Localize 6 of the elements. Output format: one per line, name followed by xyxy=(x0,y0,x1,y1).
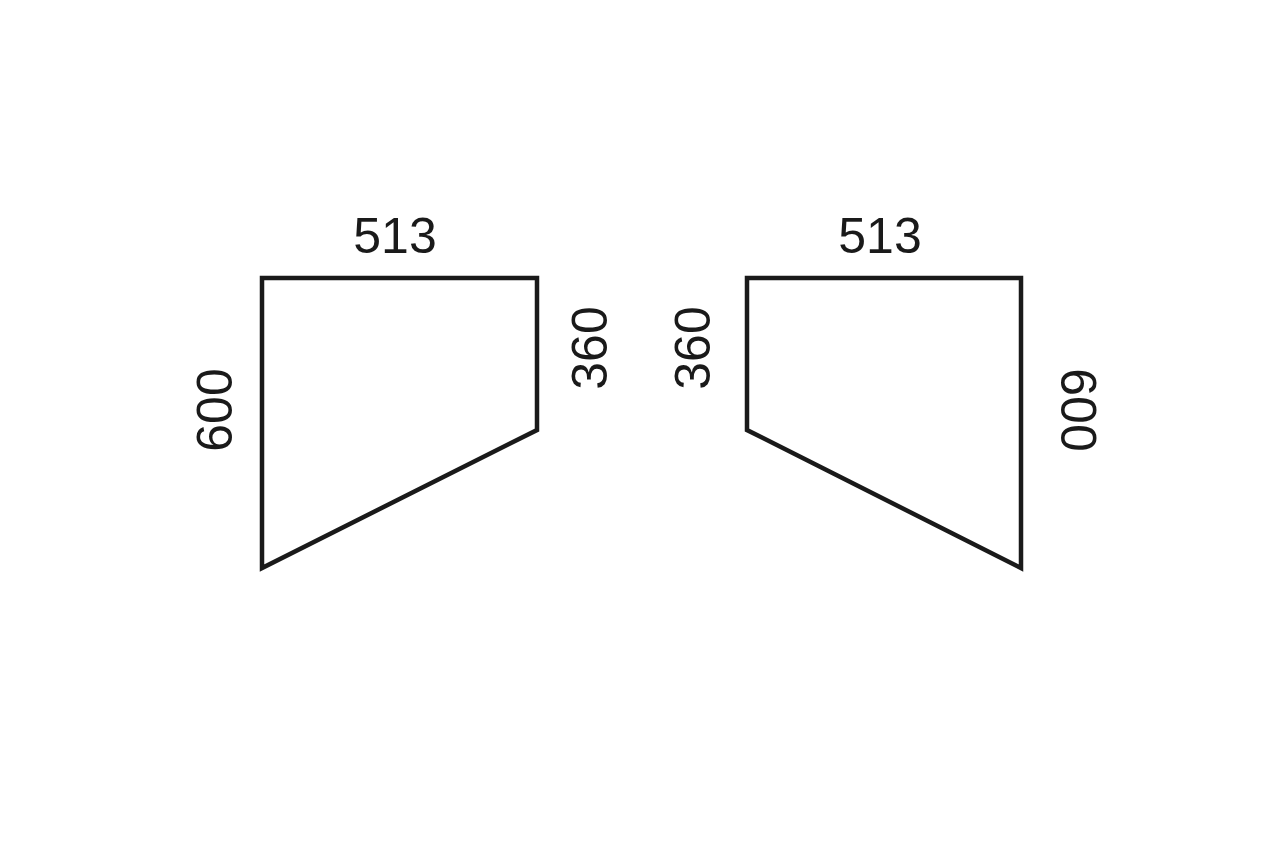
dimension-label: 600 xyxy=(1053,368,1103,452)
dimension-label: 600 xyxy=(190,368,240,452)
dimension-label: 513 xyxy=(353,211,437,261)
dimension-label: 360 xyxy=(668,306,718,390)
dimension-label: 360 xyxy=(565,306,615,390)
dimension-label: 513 xyxy=(838,211,922,261)
